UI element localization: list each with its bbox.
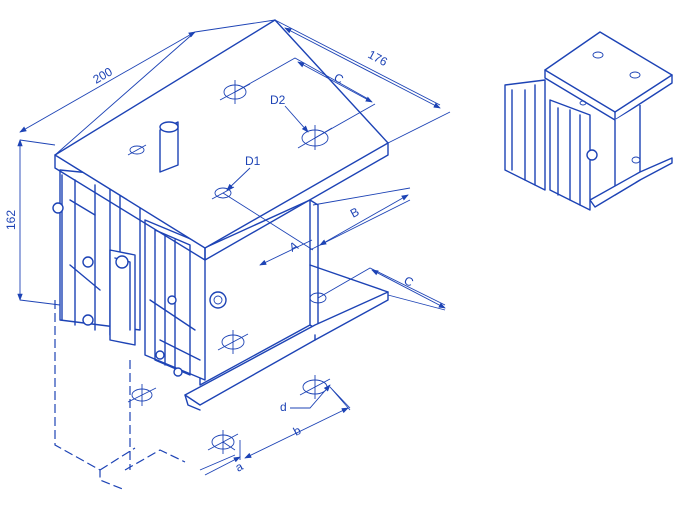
dim-200: 200 (91, 64, 116, 86)
dim-c-lower: C (402, 273, 417, 290)
dimension-lines (17, 19, 451, 476)
dim-162: 162 (4, 210, 18, 230)
label-d2: D2 (270, 93, 286, 107)
dim-a-base: a (233, 459, 246, 475)
label-d1: D1 (245, 154, 261, 168)
dim-b-upper: B (348, 205, 362, 221)
dim-176: 176 (366, 47, 391, 69)
label-d: d (280, 400, 287, 414)
main-isometric-view: 200 176 162 C D2 D1 B A C d b a (4, 19, 451, 491)
thumbnail-view (504, 31, 673, 211)
